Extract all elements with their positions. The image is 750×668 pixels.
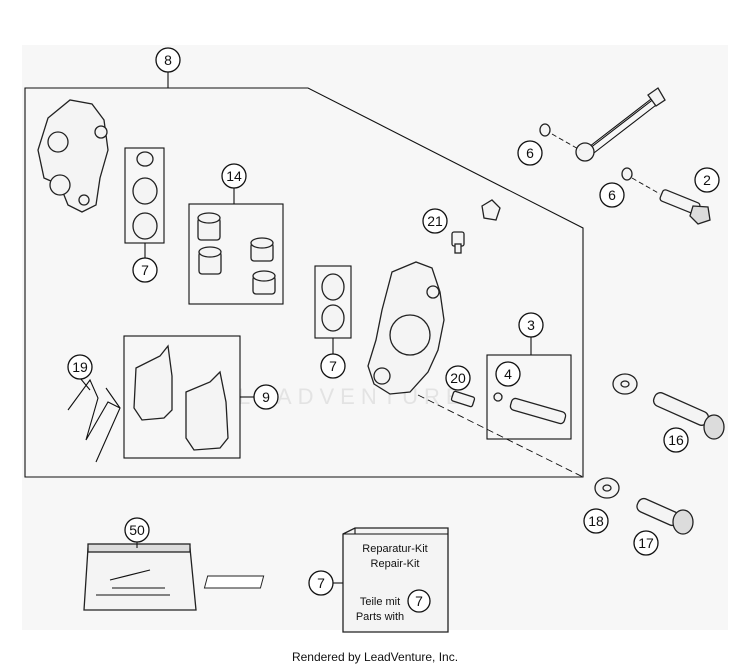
svg-text:18: 18: [588, 513, 604, 529]
svg-text:7: 7: [141, 262, 149, 278]
piston-kit-box: [188, 203, 284, 305]
callout-2: 2: [694, 167, 720, 193]
pad-spring: [67, 378, 121, 463]
svg-text:50: 50: [129, 522, 145, 538]
axis-line: [551, 133, 581, 151]
seal-ring: [132, 177, 158, 205]
svg-text:16: 16: [668, 432, 684, 448]
pad-pin: [450, 390, 476, 408]
svg-text:6: 6: [526, 145, 534, 161]
mounting-bolt-short: [636, 497, 694, 535]
callout-9: 9: [253, 384, 279, 410]
bleeder-cap: [481, 199, 501, 221]
guide-pin-kit-box: [486, 354, 572, 440]
ktm-logo: [203, 575, 265, 589]
guide-pin: [493, 392, 567, 425]
svg-text:8: 8: [164, 52, 172, 68]
o-ring: [539, 123, 551, 137]
svg-text:14: 14: [226, 168, 242, 184]
callout-20: 20: [445, 365, 471, 391]
exploded-parts-diagram: LEADVENTURE: [24, 47, 725, 633]
callout-17: 17: [633, 530, 659, 556]
seal-ring: [321, 304, 345, 332]
kit-label-line2: Repair-Kit: [371, 558, 420, 570]
axis-line: [417, 394, 584, 478]
callout-19: 19: [67, 354, 93, 380]
bleeder-screw: [451, 231, 465, 254]
svg-text:3: 3: [527, 317, 535, 333]
footer-credit: Rendered by LeadVenture, Inc.: [291, 650, 459, 664]
callout-50: 50: [124, 517, 150, 543]
callout-3: 3: [518, 312, 544, 338]
seal-ring: [321, 273, 345, 301]
callout-4: 4: [495, 361, 521, 387]
svg-text:2: 2: [703, 172, 711, 188]
brake-pads: [133, 344, 229, 451]
svg-text:20: 20: [450, 370, 466, 386]
kit-label-line1: Reparatur-Kit: [362, 543, 427, 555]
seal-ring: [132, 212, 158, 240]
mounting-bolt-long: [652, 392, 725, 440]
callout-8: 8: [155, 47, 181, 73]
caliper-body: [367, 261, 445, 395]
callout-14: 14: [221, 163, 247, 189]
axis-line: [631, 177, 661, 195]
caliper-bracket: [37, 99, 109, 213]
callout-7-kit-inner: 7: [407, 589, 431, 613]
svg-text:9: 9: [262, 389, 270, 405]
assembly-outline: [24, 87, 584, 478]
svg-text:7: 7: [317, 575, 325, 591]
o-ring: [621, 167, 633, 181]
seal-ring: [136, 151, 154, 167]
svg-text:7: 7: [329, 358, 337, 374]
svg-text:6: 6: [608, 187, 616, 203]
callout-6-upper: 6: [517, 140, 543, 166]
kit-label-line3: Teile mit: [360, 596, 400, 608]
callout-7-middle: 7: [320, 353, 346, 379]
svg-text:17: 17: [638, 535, 654, 551]
callout-21: 21: [422, 208, 448, 234]
callout-16: 16: [663, 427, 689, 453]
svg-text:21: 21: [427, 213, 443, 229]
kit-label-line4: Parts with: [356, 611, 404, 623]
svg-text:4: 4: [504, 366, 512, 382]
pistons: [197, 212, 276, 295]
svg-text:7: 7: [415, 593, 423, 609]
callout-7-upper: 7: [132, 257, 158, 283]
callout-6-lower: 6: [599, 182, 625, 208]
callout-18: 18: [583, 508, 609, 534]
grease-packet: [83, 543, 197, 611]
callout-7-kit-left: 7: [308, 570, 334, 596]
axle-bolt: [575, 87, 666, 162]
banjo-bolt: [659, 189, 711, 225]
leader-line: [79, 377, 91, 391]
svg-text:19: 19: [72, 359, 88, 375]
